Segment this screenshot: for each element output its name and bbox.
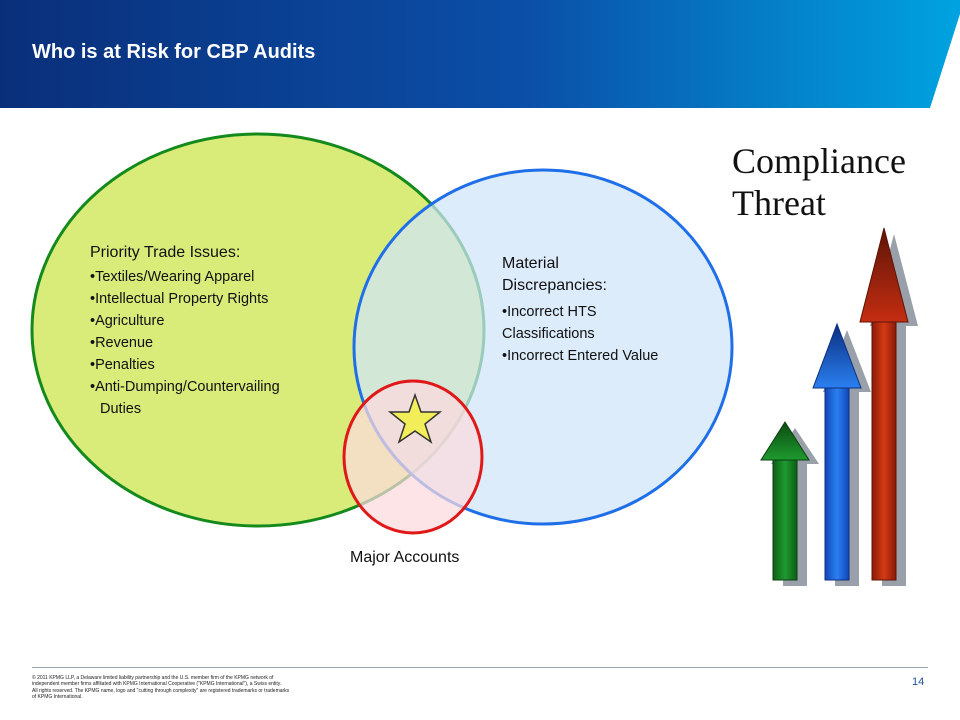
green-arrow-shaft [772,457,798,581]
star-icon [387,392,443,444]
header-banner: Who is at Risk for CBP Audits [0,0,960,108]
legal-line: independent member firms affiliated with… [32,681,282,688]
material-discrepancies-heading-2: Discrepancies: [502,277,607,294]
footer-divider [32,667,928,668]
priority-trade-item: •Anti-Dumping/Countervailing [90,379,280,395]
legal-line: All rights reserved. The KPMG name, logo… [32,687,290,694]
header-gradient [0,0,960,108]
priority-trade-item: •Penalties [90,357,155,373]
red-arrow-head [859,227,909,323]
material-discrepancies-text: Material Discrepancies: •Incorrect HTS C… [502,253,722,367]
red-arrow-shaft [871,319,897,581]
priority-trade-text: Priority Trade Issues: •Textiles/Wearing… [90,244,360,420]
legal-disclaimer: © 2011 KPMG LLP, a Delaware limited liab… [32,675,348,701]
compliance-threat-line-1: Compliance [732,141,906,181]
material-discrepancies-item: •Incorrect HTS [502,304,597,320]
legal-line: of KPMG International. [32,694,83,701]
green-arrow-head [760,421,810,461]
priority-trade-item: Duties [100,401,142,417]
blue-arrow-head [812,322,862,389]
priority-trade-item: •Agriculture [90,313,165,329]
priority-trade-item: •Textiles/Wearing Apparel [90,269,255,285]
blue-arrow-shaft [824,385,850,581]
priority-trade-item: •Revenue [90,335,154,351]
page-title: Who is at Risk for CBP Audits [32,41,316,63]
material-discrepancies-item: Classifications [502,326,595,342]
priority-trade-item: •Intellectual Property Rights [90,291,269,307]
page-number: 14 [912,676,925,688]
compliance-threat-line-2: Threat [732,183,826,223]
material-discrepancies-item: •Incorrect Entered Value [502,348,659,364]
material-discrepancies-heading-1: Material [502,255,559,272]
major-accounts-circle [342,379,484,535]
compliance-threat-label: Compliance Threat [732,140,932,224]
major-accounts-label: Major Accounts [350,549,460,566]
priority-trade-heading: Priority Trade Issues: [90,244,241,261]
legal-line: © 2011 KPMG LLP, a Delaware limited liab… [32,675,274,681]
